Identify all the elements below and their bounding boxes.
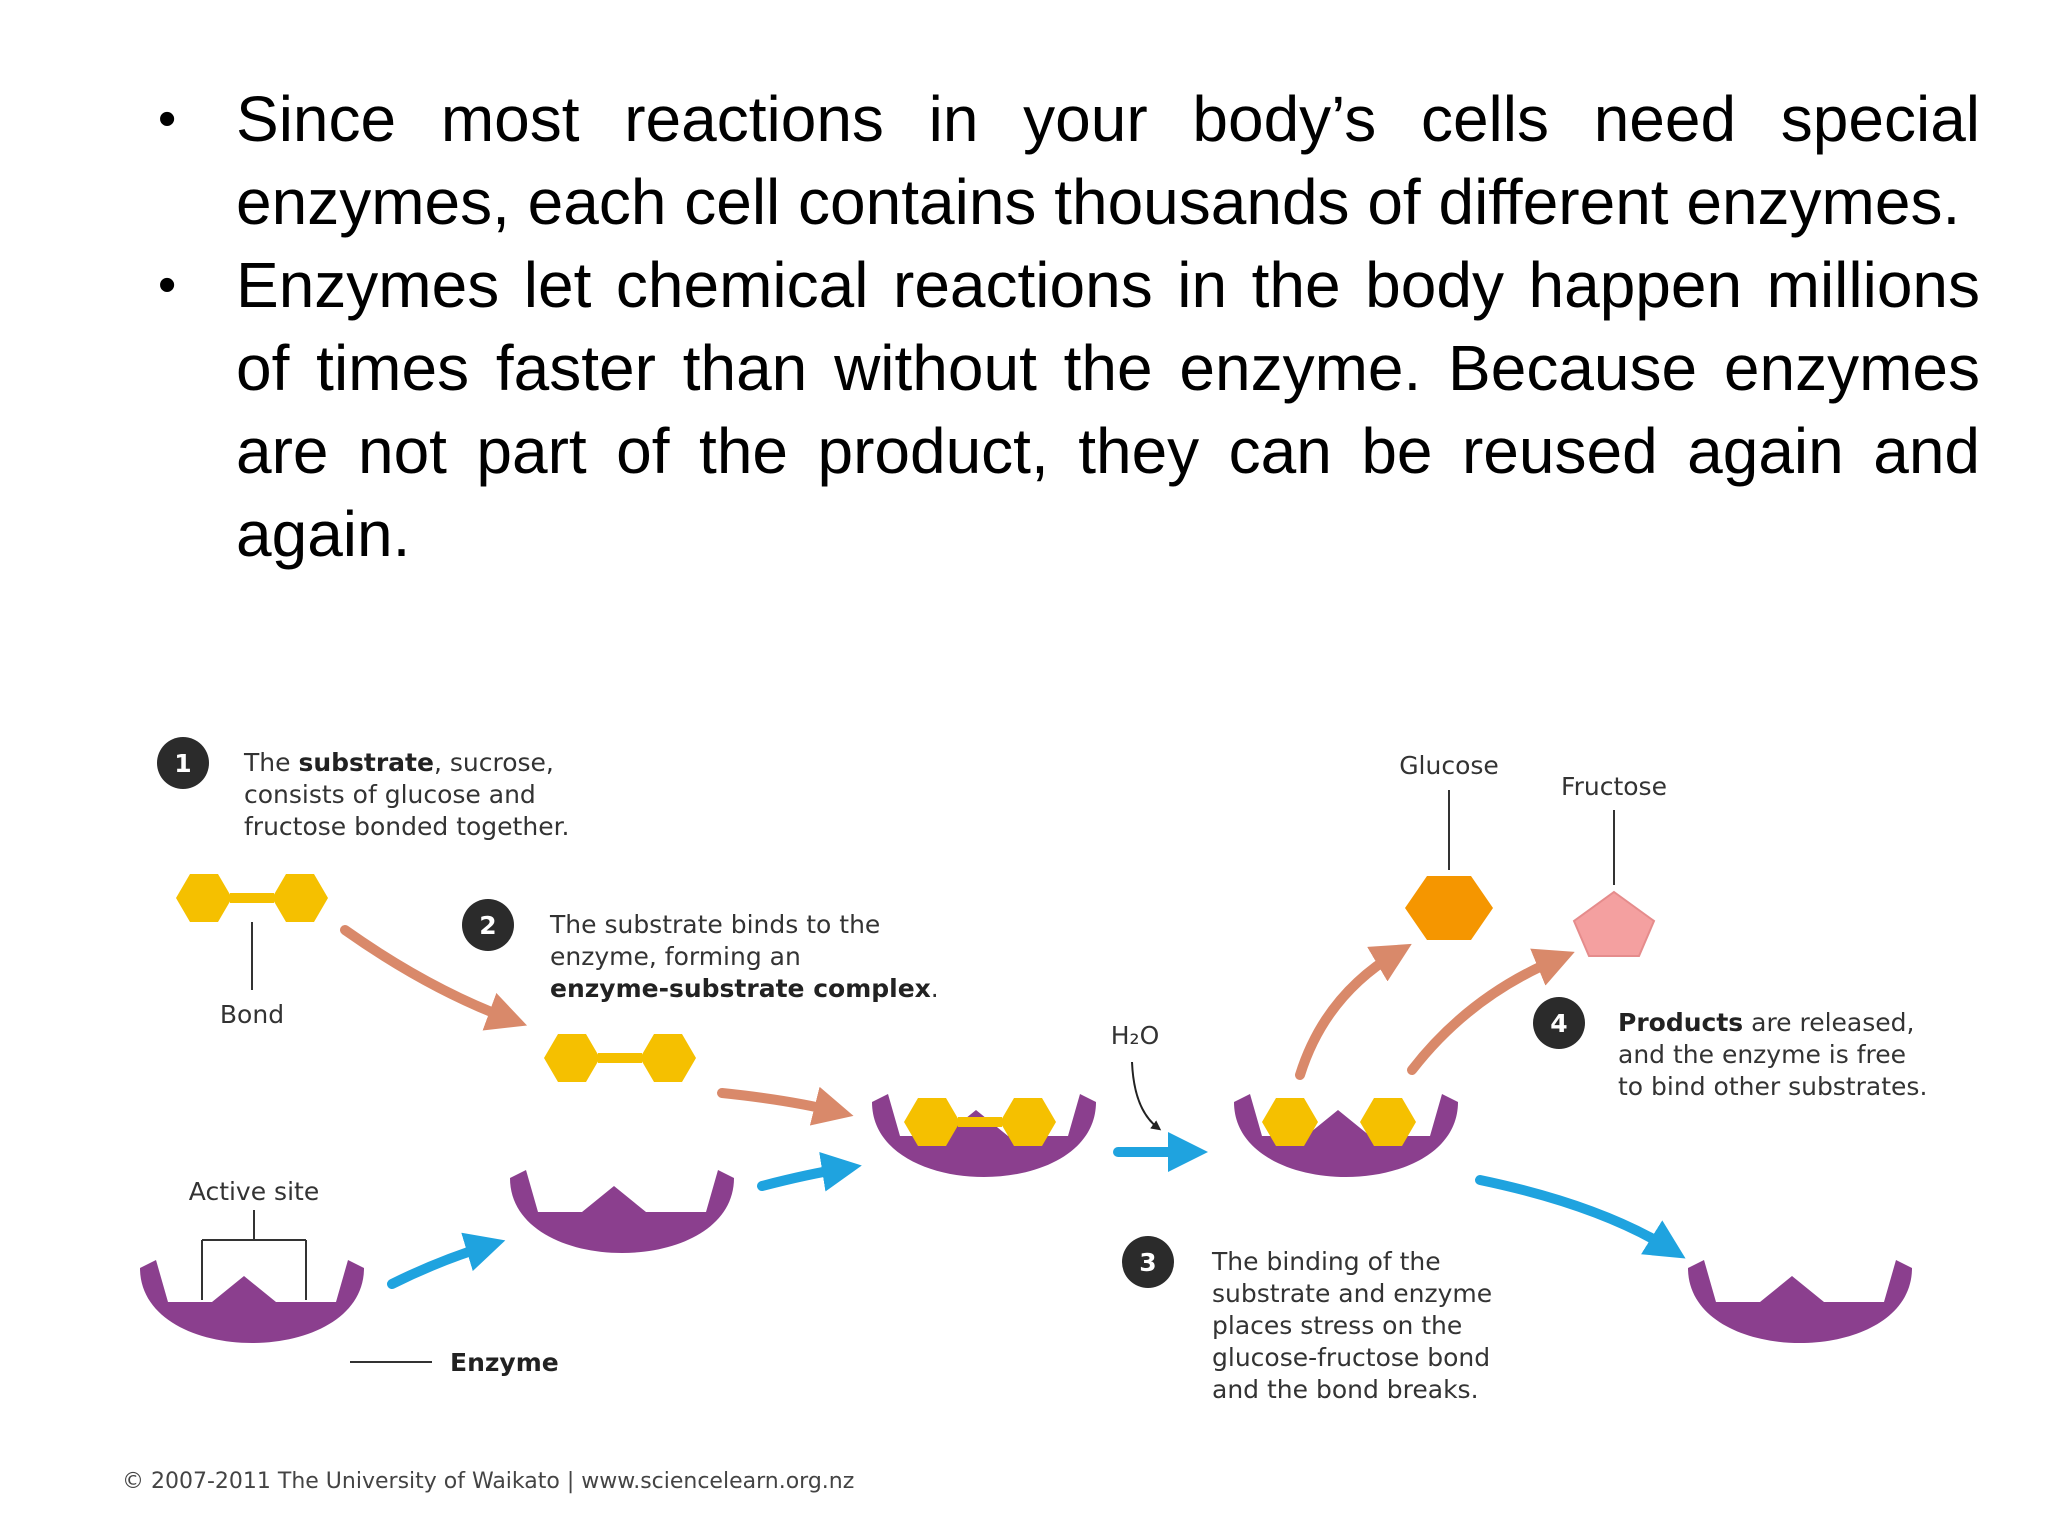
bullet-text: Since most reactions in your body’s cell…	[236, 83, 1980, 238]
step-3-text-line: places stress on the	[1212, 1311, 1462, 1340]
active-site-label: Active site	[189, 1177, 319, 1206]
water-arrow	[1131, 1061, 1162, 1131]
step-number: 1	[174, 749, 191, 778]
step-3-text-line: and the bond breaks.	[1212, 1375, 1479, 1404]
water-label: H₂O	[1111, 1021, 1160, 1050]
enzyme-released	[1688, 1260, 1912, 1343]
step-number: 2	[479, 911, 496, 940]
step-3-caption: 3 The binding of the substrate and enzym…	[1122, 1236, 1492, 1404]
step-1-text-line2: consists of glucose and	[244, 780, 536, 809]
sucrose-substrate	[176, 874, 328, 922]
bond-label: Bond	[220, 1000, 284, 1029]
bullet-text: Enzymes let chemical reactions in the bo…	[236, 249, 1980, 570]
enzyme-substrate-complex-enzyme	[872, 1094, 1096, 1177]
step-number: 3	[1139, 1248, 1156, 1277]
step-4-text-line1: Products are released,	[1618, 1008, 1914, 1037]
orange-arrow	[1295, 943, 1412, 1080]
enzyme-bond-breaking-enzyme	[1234, 1094, 1458, 1177]
orange-arrow	[717, 1086, 854, 1126]
fructose-in-site	[1360, 1098, 1416, 1146]
step-3-text-line: substrate and enzyme	[1212, 1279, 1492, 1308]
step-4-caption: 4 Products are released, and the enzyme …	[1533, 997, 1927, 1101]
blue-arrow	[387, 1232, 506, 1289]
step-badge	[462, 899, 514, 951]
step-badge	[1533, 997, 1585, 1049]
step-2-text-line3: enzyme-substrate complex.	[550, 974, 939, 1003]
step-1-text-line3: fructose bonded together.	[244, 812, 570, 841]
bullet-glyph: •	[158, 256, 177, 314]
blue-arrow	[1475, 1175, 1686, 1259]
bullet-item: • Enzymes let chemical reactions in the …	[150, 244, 1980, 576]
blue-arrow	[757, 1151, 862, 1192]
step-number: 4	[1550, 1009, 1567, 1038]
step-3-text-line: The binding of the	[1211, 1247, 1441, 1276]
fructose-product	[1572, 890, 1656, 957]
enzyme-label: Enzyme	[450, 1348, 559, 1377]
step-4-text-line3: to bind other substrates.	[1618, 1072, 1927, 1101]
orange-arrow	[1407, 948, 1575, 1075]
orange-arrow	[340, 925, 528, 1031]
step-badge	[157, 737, 209, 789]
enzyme-approaching	[510, 1170, 734, 1253]
step-badge	[1122, 1236, 1174, 1288]
glucose-label: Glucose	[1399, 751, 1499, 780]
enzyme-free	[140, 1260, 364, 1343]
copyright-credit: © 2007-2011 The University of Waikato | …	[122, 1469, 854, 1494]
fructose-label: Fructose	[1561, 772, 1667, 801]
glucose-product	[1405, 876, 1493, 940]
step-2-text-line2: enzyme, forming an	[550, 942, 801, 971]
bullet-item: • Since most reactions in your body’s ce…	[150, 78, 1980, 244]
step-2-caption: 2 The substrate binds to the enzyme, for…	[462, 899, 939, 1003]
bullet-glyph: •	[158, 90, 177, 148]
step-2-text-line1: The substrate binds to the	[549, 910, 880, 939]
active-site-bracket	[201, 1210, 307, 1300]
step-1-caption: 1 The substrate, sucrose, consists of gl…	[157, 737, 570, 841]
bullet-list: • Since most reactions in your body’s ce…	[150, 78, 1980, 576]
substrate-approaching	[544, 1034, 696, 1082]
step-4-text-line2: and the enzyme is free	[1618, 1040, 1906, 1069]
step-1-text-line1: The substrate, sucrose,	[243, 748, 554, 777]
glucose-in-site	[1262, 1098, 1318, 1146]
step-3-text-line: glucose-fructose bond	[1212, 1343, 1490, 1372]
